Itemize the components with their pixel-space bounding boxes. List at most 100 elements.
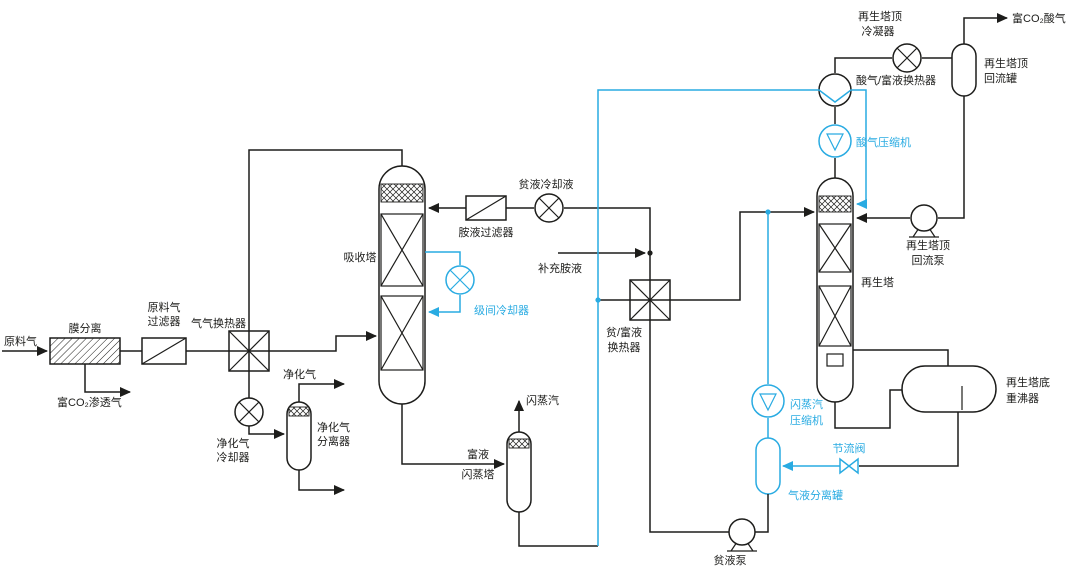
- purified-gas-separator-label-1: 净化气: [317, 420, 350, 434]
- stream-flash-bottoms: [518, 512, 598, 547]
- co2-acid-gas-label: 富CO₂酸气: [1012, 11, 1066, 25]
- amine-filter-label: 胺液过滤器: [459, 225, 514, 239]
- feed-gas-filter: [141, 337, 187, 365]
- stream-regen-bottoms: [834, 389, 902, 429]
- junction-rich-split: [595, 297, 601, 303]
- regen-condenser-label-1: 再生塔顶: [858, 9, 902, 23]
- stream-lean-to-cooler: [564, 207, 729, 533]
- absorber-bed1-cross: [380, 213, 424, 287]
- purified-gas-separator-demister: [288, 406, 310, 417]
- reflux-drum-label-2: 回流罐: [984, 71, 1017, 85]
- purified-gas-cooler-cross: [238, 401, 260, 423]
- flash-vapor-compressor-rotor: [759, 393, 777, 412]
- acid-rich-hx-label: 酸气/富液换热器: [856, 73, 936, 87]
- condenser-cross: [896, 47, 918, 69]
- amine-filter-diagonal: [465, 195, 507, 221]
- absorber-column: [378, 165, 426, 405]
- lean-cooler-label: 贫液冷却液: [519, 177, 574, 191]
- purified-gas-cooler-label-1: 净化气: [217, 436, 250, 450]
- stream-feed-to-absorber: [186, 330, 378, 352]
- reflux-pump-casing: [910, 204, 938, 232]
- gas-gas-hx-label: 气气换热器: [191, 316, 246, 330]
- regen-tower-label: 再生塔: [861, 275, 894, 289]
- stream-co2-acid-gas-out: [963, 12, 1009, 44]
- purified-gas-label: 净化气: [283, 367, 316, 381]
- flash-compressor-label-1: 闪蒸汽: [790, 397, 823, 411]
- absorber-bed2-cross: [380, 295, 424, 371]
- regen-reboiler-label-2: 重沸器: [1006, 391, 1039, 405]
- purified-gas-cooler: [234, 397, 264, 427]
- flash-vapor-compressor-shell: [751, 384, 785, 418]
- gas-liquid-separator-tank: [755, 437, 781, 495]
- raw-gas-label: 原料气: [4, 334, 37, 348]
- throttle-valve-label: 节流阀: [833, 441, 866, 455]
- stream-interstage-return: [427, 295, 461, 318]
- makeup-amine-label: 补充胺液: [538, 261, 582, 275]
- lean-cooler-cross: [538, 197, 560, 219]
- lean-rich-hx-label-1: 贫/富液: [606, 325, 642, 339]
- labels-layer: 原料气 膜分离 富CO₂渗透气 原料气 过滤器 气气换热器 净化气 净化气 冷却…: [4, 9, 1066, 567]
- flash-vapor-compressor: [751, 384, 785, 418]
- stream-tank-to-lean-pump: [755, 494, 769, 533]
- stream-separator-drain: [298, 470, 346, 496]
- stream-drum-to-reflux-pump: [938, 96, 965, 219]
- reflux-pump-base: [909, 229, 939, 238]
- stream-absorber-overhead: [248, 149, 403, 398]
- rich-flash-tower: [506, 431, 532, 513]
- regenerator-bed2-cross: [818, 285, 852, 347]
- co2-permeate-label: 富CO₂渗透气: [57, 395, 122, 409]
- lean-pump: [727, 518, 757, 552]
- rich-flash-tower-label-1: 富液: [467, 447, 489, 461]
- stream-rich-via-acid-gas-hx: [597, 89, 868, 546]
- feed-filter-diagonal: [141, 337, 187, 365]
- purified-gas-separator: [286, 401, 312, 471]
- reflux-pump-label-2: 回流泵: [912, 253, 945, 267]
- absorber-bed2: [380, 295, 424, 371]
- absorber-label: 吸收塔: [344, 250, 377, 264]
- regenerator-distributor: [826, 353, 844, 367]
- lean-pump-base: [727, 543, 757, 552]
- absorber-demister: [380, 183, 424, 203]
- reboiler: [901, 365, 997, 413]
- flash-compressor-label-2: 压缩机: [790, 413, 823, 427]
- gas-liquid-separator-label: 气液分离罐: [788, 488, 843, 502]
- stream-co2-permeate: [84, 364, 132, 398]
- flash-vapor-label: 闪蒸汽: [526, 393, 559, 407]
- regenerator-demister: [818, 195, 852, 213]
- amine-filter: [465, 195, 507, 221]
- junction-makeup-tee: [647, 250, 653, 256]
- acid-gas-compressor-label: 酸气压缩机: [856, 135, 911, 149]
- interstage-cooler: [445, 265, 475, 295]
- rich-flash-tower-label-2: 闪蒸塔: [462, 467, 495, 481]
- stream-rich-to-flash-tower: [401, 404, 506, 470]
- regen-reboiler-label-1: 再生塔底: [1006, 375, 1050, 389]
- regen-overhead-condenser: [892, 43, 922, 73]
- lean-rich-hx-label-2: 换热器: [608, 340, 641, 354]
- stream-regen-to-reboiler: [853, 349, 949, 366]
- interstage-cooler-cross: [449, 269, 471, 291]
- lean-pump-label: 贫液泵: [714, 553, 747, 567]
- acid-gas-compressor-shell: [818, 124, 852, 158]
- stream-cooler-to-separator: [248, 426, 286, 440]
- membrane-label: 膜分离: [69, 321, 102, 335]
- feed-filter-label-2: 过滤器: [148, 315, 181, 328]
- feed-filter-label-1: 原料气: [148, 300, 181, 314]
- regen-condenser-label-2: 冷凝器: [862, 24, 895, 38]
- membrane-unit: [49, 337, 121, 365]
- reflux-drum-label-1: 再生塔顶: [984, 56, 1028, 70]
- lean-cooler: [534, 193, 564, 223]
- junction-compressor-tee: [765, 209, 771, 215]
- stream-reboiler-lean-out: [859, 412, 959, 467]
- regenerator-bed1-cross: [818, 223, 852, 273]
- regenerator-bed1: [818, 223, 852, 273]
- absorber-bed1: [380, 213, 424, 287]
- stream-interstage-draw: [425, 251, 461, 265]
- reflux-pump: [909, 204, 939, 238]
- acid-gas-compressor: [818, 124, 852, 158]
- equipment-layer: [49, 43, 997, 552]
- purified-gas-cooler-label-2: 冷却器: [217, 451, 250, 464]
- stream-purified-gas-out: [298, 378, 346, 402]
- acid-gas-compressor-rotor: [826, 133, 844, 152]
